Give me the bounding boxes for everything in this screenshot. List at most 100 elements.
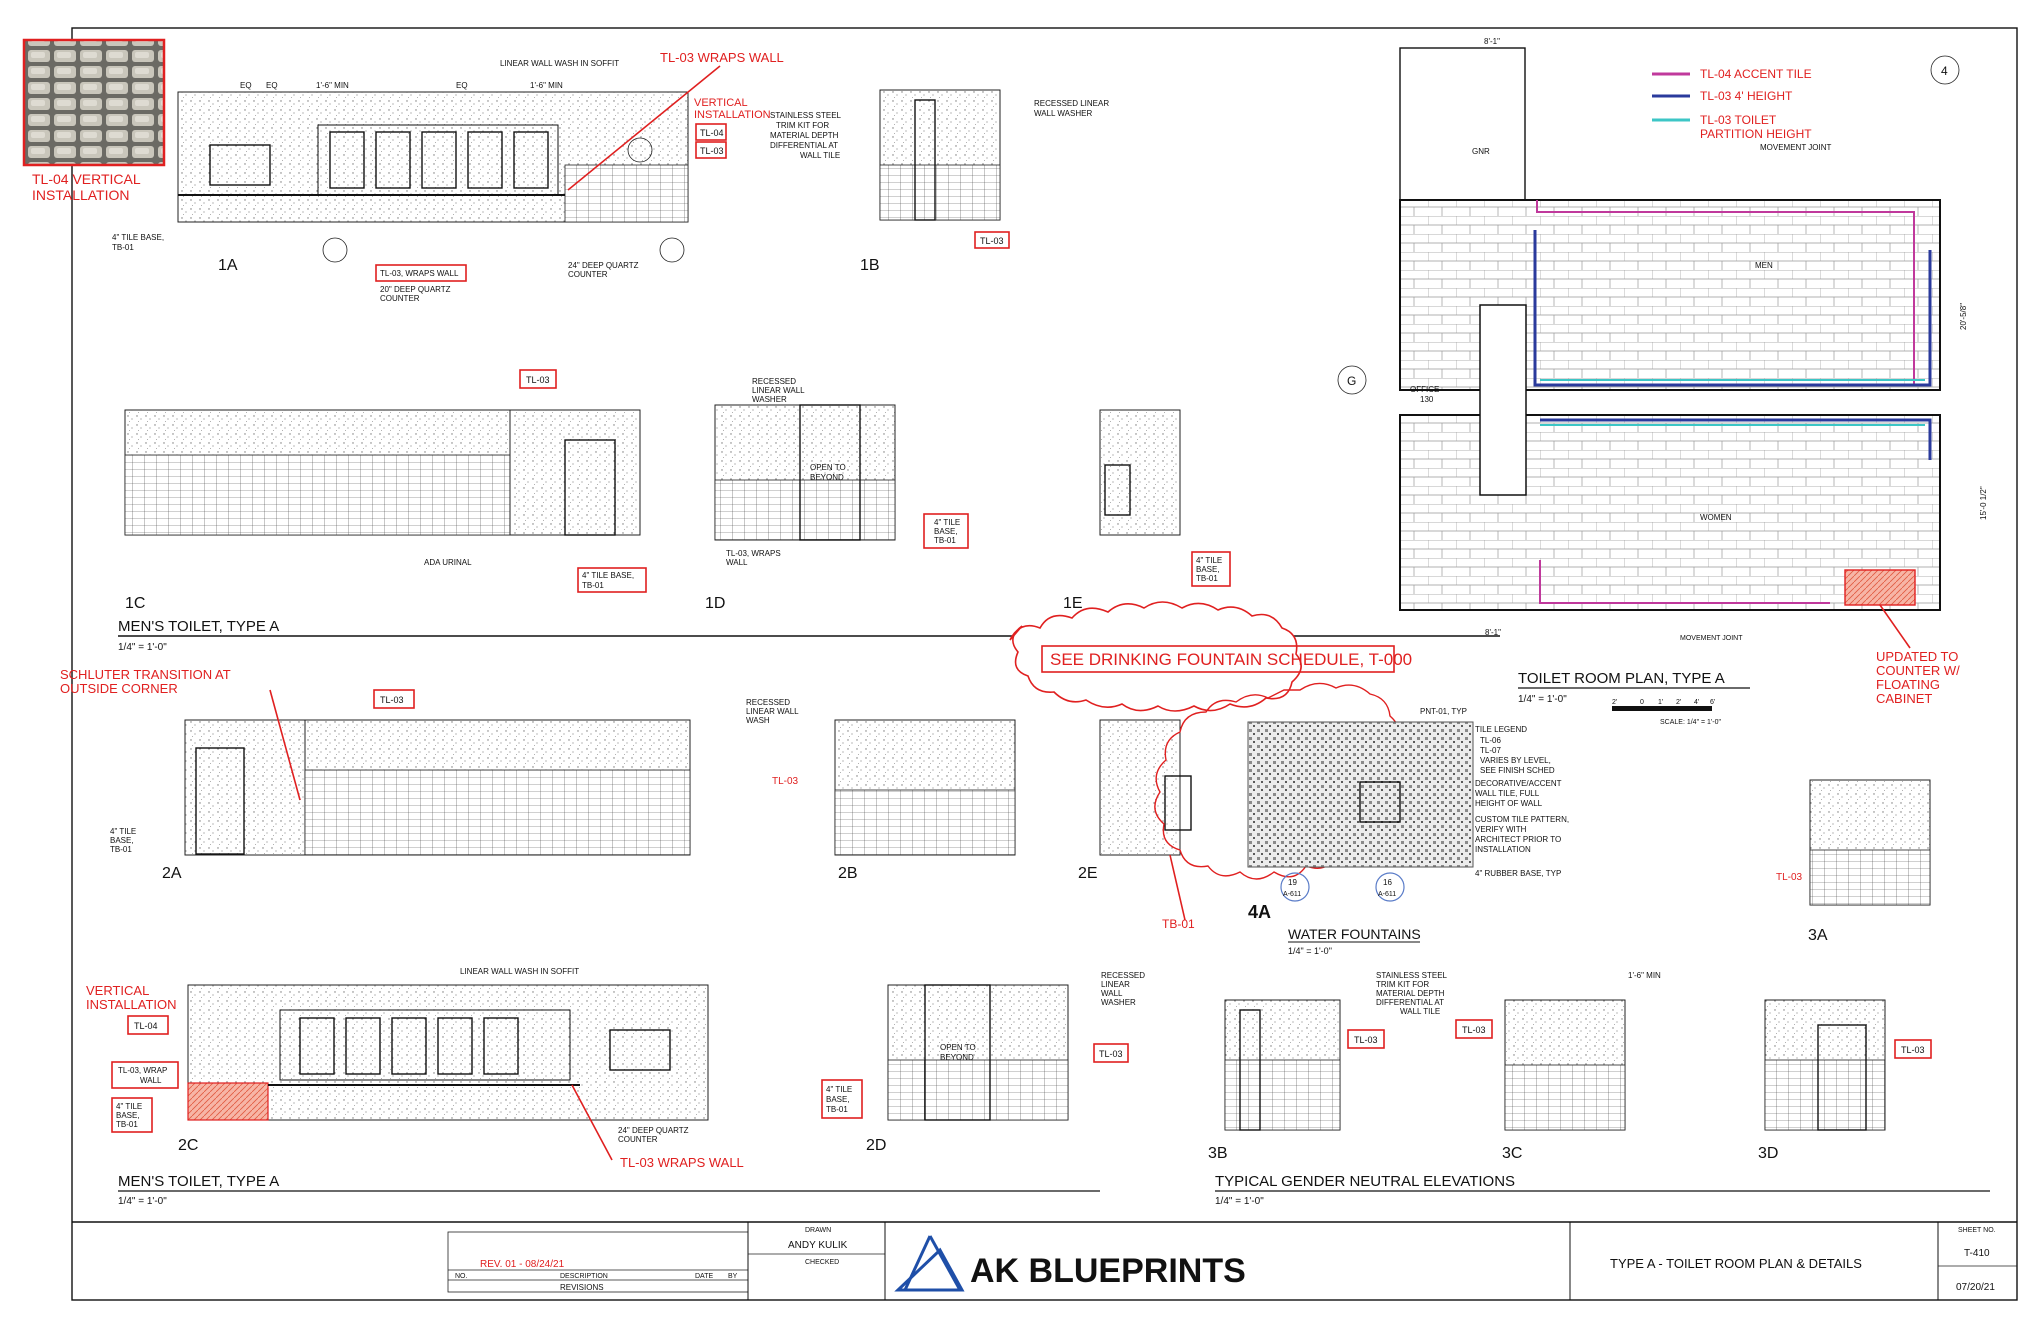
- note-tile-base-1a-1: 4" TILE BASE,: [112, 233, 164, 242]
- note-linear-wash-1a: LINEAR WALL WASH IN SOFFIT: [500, 59, 619, 68]
- note-trim-1b-1: STAINLESS STEEL: [770, 111, 842, 120]
- note-quartz24-1: 24" DEEP QUARTZ: [568, 261, 639, 270]
- tag-wrap-2c: [111, 1061, 179, 1089]
- plan-scale-note: SCALE: 1/4" = 1'-0": [1660, 719, 1721, 726]
- label-3a: 3A: [1808, 927, 1828, 944]
- mirror-2: [375, 131, 411, 189]
- label-3c: 3C: [1502, 1145, 1522, 1162]
- dim-1a-1: EQ: [240, 81, 252, 90]
- note-trim-1b-2: TRIM KIT FOR: [776, 121, 829, 130]
- tile-wainscot-3d: [1764, 1059, 1886, 1131]
- tag-tl04-1a: [695, 123, 727, 141]
- tag-tile-base-1e-3: TB-01: [1196, 574, 1218, 583]
- note-trim-3b-2: TRIM KIT FOR: [1376, 980, 1429, 989]
- note-quartz20-2: COUNTER: [380, 294, 420, 303]
- note-quartz20-1: 20" DEEP QUARTZ: [380, 285, 451, 294]
- tile-wainscot-2a: [304, 769, 691, 856]
- col-no: NO.: [455, 1273, 468, 1280]
- tag-tl03-2d-text: TL-03: [1099, 1049, 1123, 1059]
- elevation-1b: 1B STAINLESS STEEL TRIM KIT FOR MATERIAL…: [770, 89, 1109, 274]
- note-trim-3b-3: MATERIAL DEPTH: [1376, 989, 1445, 998]
- tile-wainscot-3b: [1224, 1059, 1341, 1131]
- logo-triangle-icon: [894, 1247, 965, 1292]
- scale-tick-5: 4': [1694, 699, 1699, 706]
- elevation-3a: 3A TL-03: [1776, 779, 1931, 944]
- sheet-no-label: SHEET NO.: [1958, 1227, 1996, 1234]
- legend-4a-5: DECORATIVE/ACCENT: [1475, 779, 1562, 788]
- logo-compass-leg-icon: [903, 1235, 932, 1291]
- note-trim-3b-5: WALL TILE: [1400, 1007, 1440, 1016]
- legend-4a-1: TL-06: [1480, 736, 1501, 745]
- mirror-4: [467, 131, 503, 189]
- elevation-3b: 3B TL-03 STAINLESS STEEL TRIM KIT FOR MA…: [1208, 971, 1448, 1162]
- logo-compass-icon: [928, 1235, 962, 1291]
- cloud-shape: [1009, 601, 1302, 712]
- note-pnt-4a: PNT-01, TYP: [1420, 707, 1467, 716]
- tl04-swatch: TL-04 VERTICAL INSTALLATION: [22, 38, 166, 203]
- plan-men-label: MEN: [1755, 261, 1773, 270]
- tag-tile-base-1d: [923, 513, 969, 549]
- title-block: REV. 01 - 08/24/21 NO. DESCRIPTION DATE …: [72, 1221, 2017, 1300]
- note-updated-2: COUNTER W/: [1876, 663, 1960, 678]
- tag-tl03-1a: [695, 141, 727, 159]
- dim-1a-5: 1'-6" MIN: [530, 81, 563, 90]
- tag-tl03-1c-text: TL-03: [526, 375, 550, 385]
- elevation-2b: 2B RECESSED LINEAR WALL WASH TL-03: [746, 698, 1016, 882]
- plan-tl03-line-women: [1540, 418, 1932, 460]
- plan-gnr-room: [1399, 47, 1526, 201]
- note-washer-2b-1: RECESSED: [746, 698, 790, 707]
- tag-tl04-2c-text: TL-04: [134, 1021, 158, 1031]
- title-mens-2-scale: 1/4" = 1'-0": [118, 1196, 167, 1207]
- sheet-date: 07/20/21: [1956, 1282, 1995, 1293]
- tag-tl03-3b-text: TL-03: [1354, 1035, 1378, 1045]
- plan-grid-4-label: 4: [1941, 64, 1948, 78]
- detail-tag-16: [1375, 872, 1405, 902]
- elevation-1a: 1A LINEAR WALL WASH IN SOFFIT EQ EQ 1'-6…: [112, 50, 784, 303]
- mirror-2c-2: [345, 1017, 381, 1075]
- tag-tl03-1c: [519, 369, 557, 389]
- door-2a: [195, 747, 245, 855]
- elevation-1c: 1C TL-03 ADA URINAL 4" TILE BASE, TB-01: [124, 369, 647, 612]
- tag-tile-base-2c-1: 4" TILE: [116, 1102, 142, 1111]
- fountain-schedule-text: SEE DRINKING FOUNTAIN SCHEDULE, T-000: [1050, 650, 1412, 669]
- note-washer-2d-4: WASHER: [1101, 998, 1136, 1007]
- tag-tile-base-2d-2: BASE,: [826, 1095, 850, 1104]
- sheet-no: T-410: [1964, 1248, 1990, 1259]
- opening-2d: [924, 984, 991, 1121]
- trim-kit-1b: [914, 99, 936, 221]
- legend-4a-7: HEIGHT OF WALL: [1475, 799, 1543, 808]
- title-mens-2-text: MEN'S TOILET, TYPE A: [118, 1173, 279, 1190]
- note-trim-1b-3: MATERIAL DEPTH: [770, 131, 839, 140]
- detail-tag-19-sheet: A-611: [1283, 891, 1301, 898]
- sheet-border: [71, 27, 2018, 1301]
- note-trim-1b-4: DIFFERENTIAL AT: [770, 141, 838, 150]
- label-1d: 1D: [705, 595, 725, 612]
- elevation-1d: OPEN TO BEYOND 1D RECESSED LINEAR WALL W…: [705, 377, 969, 612]
- leader-wraps-1a: [567, 65, 721, 191]
- title-mens-1-scale: 1/4" = 1'-0": [118, 642, 167, 653]
- tag-wrap-2c-1: TL-03, WRAP: [118, 1066, 167, 1075]
- mirror-2c-4: [437, 1017, 473, 1075]
- tag-tile-base-2d-1: 4" TILE: [826, 1085, 852, 1094]
- note-quartz-2c-2: COUNTER: [618, 1135, 658, 1144]
- checked-label: CHECKED: [805, 1259, 839, 1266]
- elevation-2c: 2C LINEAR WALL WASH IN SOFFIT VERTICAL I…: [86, 967, 744, 1170]
- wall-2a-left: [184, 719, 306, 856]
- tile-wainscot-3c: [1504, 1064, 1626, 1131]
- plan-dim-women-height: 15'-0 1/2": [1979, 486, 1988, 520]
- swatch-label-2: INSTALLATION: [32, 187, 130, 203]
- note-vertical-2: INSTALLATION: [694, 109, 771, 121]
- tag-tile-base-1e: [1191, 551, 1231, 587]
- plan-scale: 1/4" = 1'-0": [1518, 694, 1567, 705]
- scale-4a: 1/4" = 1'-0": [1288, 946, 1332, 956]
- detail-callout-12: [659, 237, 685, 263]
- opening-1d: [799, 404, 861, 541]
- tag-wraps-wall-1a-text: TL-03, WRAPS WALL: [380, 269, 459, 278]
- note-tile-base-1a-2: TB-01: [112, 243, 134, 252]
- plan-vanity-core: [1479, 304, 1527, 496]
- tag-wraps-wall-1a: [375, 264, 467, 282]
- mirror-3: [421, 131, 457, 189]
- drawn-by: ANDY KULIK: [788, 1240, 848, 1251]
- detail-tag-19-num: 19: [1288, 878, 1297, 887]
- note-quartz24-2: COUNTER: [568, 270, 608, 279]
